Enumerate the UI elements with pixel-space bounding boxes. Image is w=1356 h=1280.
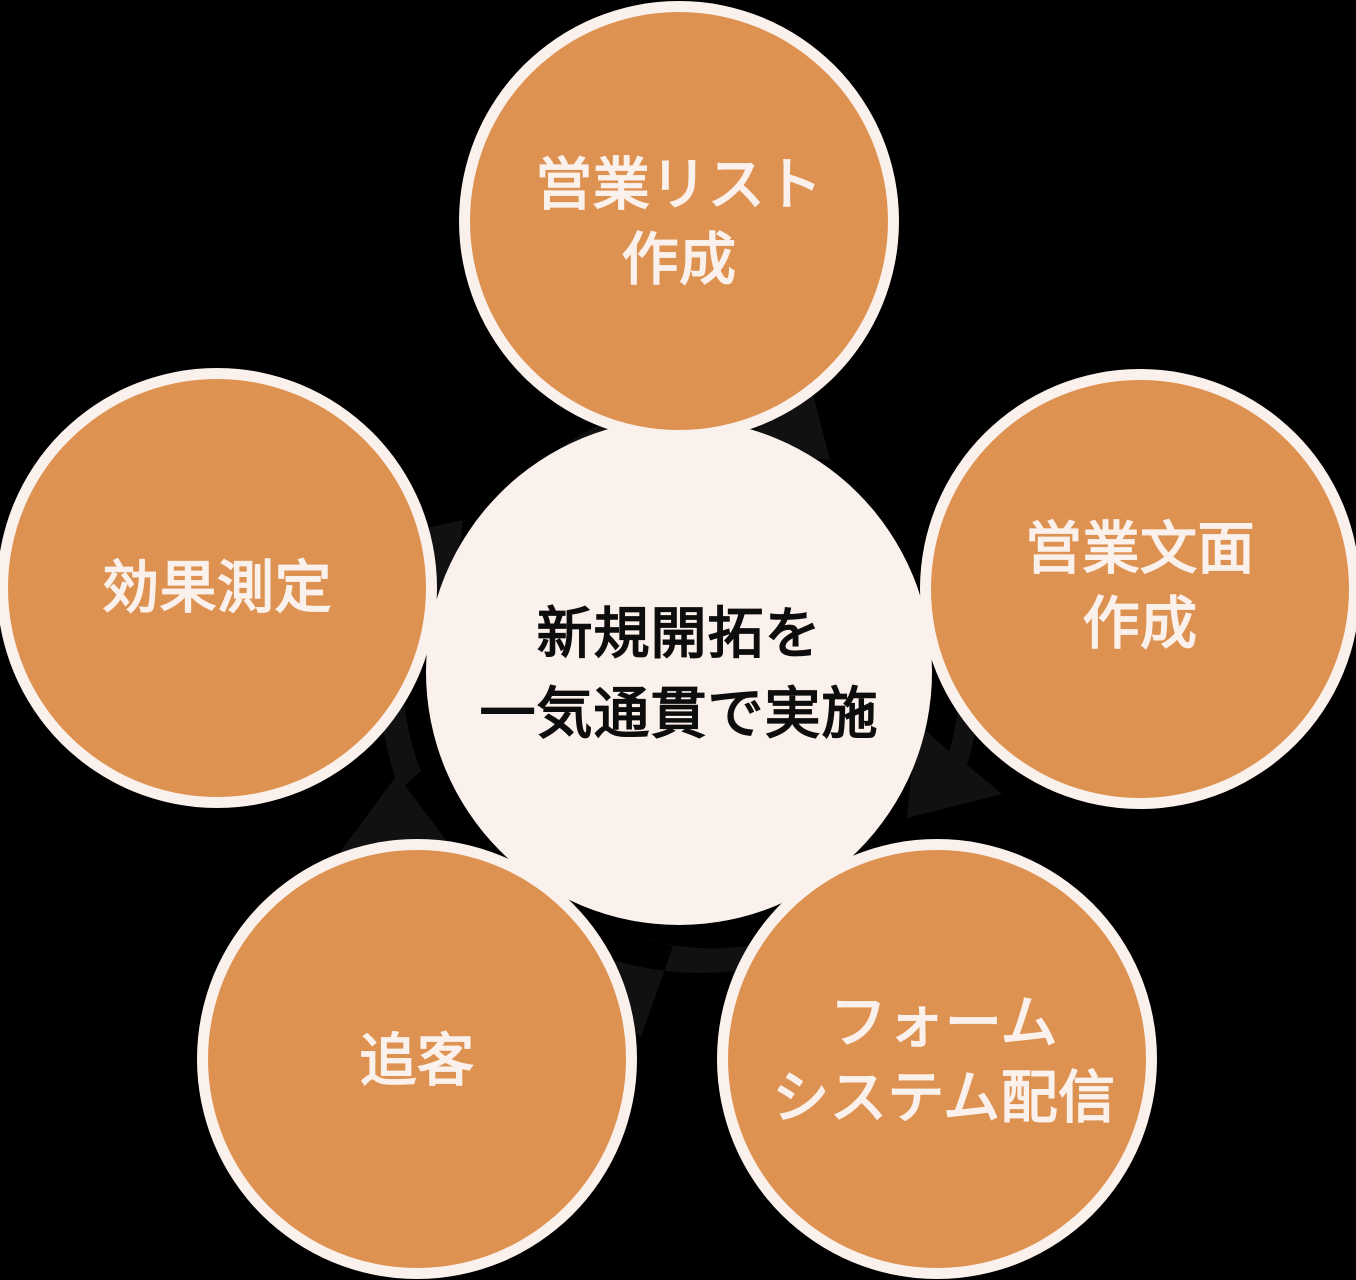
node-circle-left[interactable] <box>8 379 426 797</box>
arrow-copy-to-form <box>907 545 1002 818</box>
node-label-bottom-right-line-2: システム配信 <box>772 1066 1115 1130</box>
node-circle-bottom-left[interactable] <box>208 850 626 1268</box>
center-label-line-2: 一気通貫で実施 <box>480 682 879 745</box>
center-hub: 新規開拓を 一気通貫で実施 <box>426 419 932 925</box>
node-sales-list-creation[interactable]: 営業リスト 作成 <box>459 1 899 441</box>
node-circle-bottom-right[interactable] <box>728 850 1146 1268</box>
node-circle-top[interactable] <box>470 12 888 430</box>
node-follow-up[interactable]: 追客 <box>197 839 637 1279</box>
node-label-top-line-2: 作成 <box>622 228 737 292</box>
node-sales-copy-creation[interactable]: 営業文面 作成 <box>920 369 1356 809</box>
node-label-right-line-2: 作成 <box>1083 592 1198 656</box>
center-circle <box>426 419 932 925</box>
center-label-line-1: 新規開拓を <box>537 602 822 665</box>
node-effect-measurement[interactable]: 効果測定 <box>0 368 437 808</box>
node-label-top-line-1: 営業リスト <box>535 153 823 217</box>
node-label-right-line-1: 営業文面 <box>1025 517 1255 581</box>
node-form-system-delivery[interactable]: フォーム システム配信 <box>717 839 1157 1279</box>
node-label-left-line-1: 効果測定 <box>102 556 332 620</box>
node-label-bottom-right-line-1: フォーム <box>830 991 1058 1055</box>
node-circle-right[interactable] <box>931 380 1349 798</box>
node-label-bottom-left-line-1: 追客 <box>360 1029 475 1093</box>
